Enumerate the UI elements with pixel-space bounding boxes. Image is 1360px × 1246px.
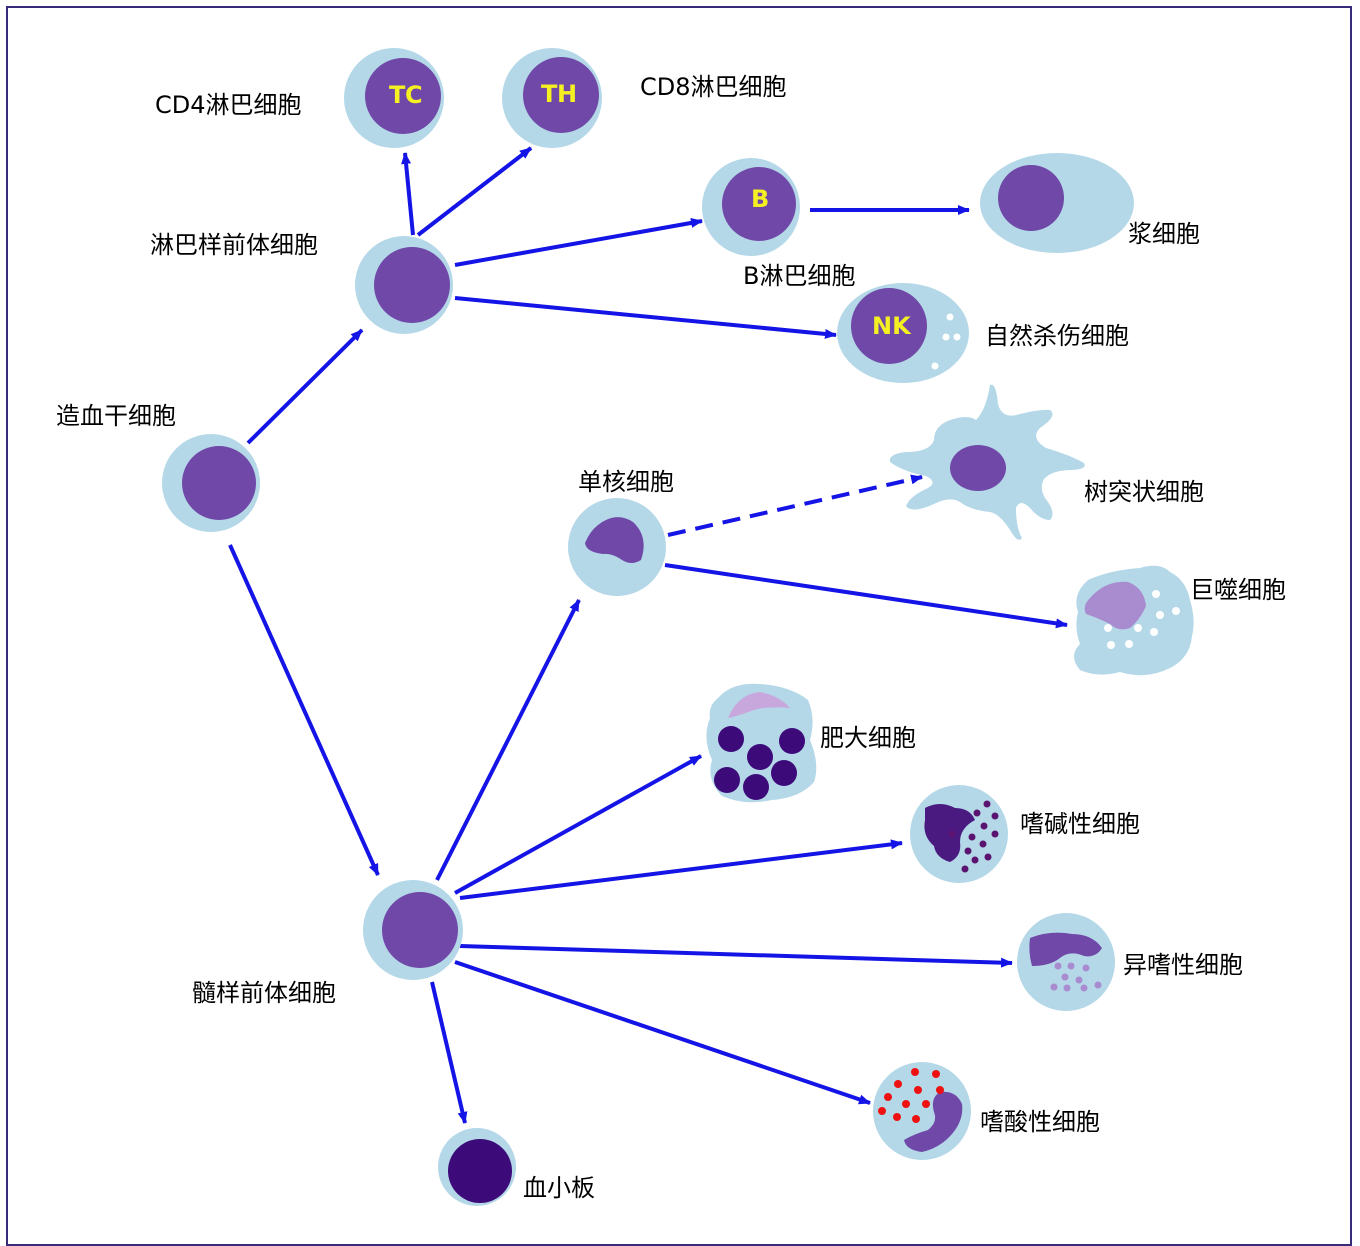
arrow-myeloid-to-monocyte bbox=[435, 599, 581, 881]
mast-cell bbox=[706, 683, 817, 803]
myeloid-progenitor-cell bbox=[363, 880, 463, 980]
arrow-myeloid-to-neutrophil bbox=[459, 944, 1013, 968]
lymphoid-progenitor-cell bbox=[355, 236, 453, 334]
arrow-hsc-to-lymphoid bbox=[246, 328, 364, 445]
arrow-lymphoid-to-nk bbox=[454, 296, 837, 339]
arrow-lymphoid-to-b bbox=[454, 218, 703, 267]
th-inner-label-main: T bbox=[541, 80, 558, 108]
tc-cell: T C bbox=[344, 48, 444, 148]
plasma-cell bbox=[980, 153, 1134, 253]
hsc-cell bbox=[162, 434, 260, 532]
neutrophil-cell bbox=[1017, 913, 1115, 1011]
dendritic-cell bbox=[889, 384, 1085, 540]
label-cd8: CD8淋巴细胞 bbox=[640, 73, 787, 101]
arrow-myeloid-to-basophil bbox=[459, 839, 903, 900]
arrows bbox=[228, 146, 1068, 1124]
label-lymphoid-progenitor: 淋巴样前体细胞 bbox=[150, 231, 318, 259]
th-inner-label-sub: H bbox=[557, 80, 577, 108]
label-monocyte: 单核细胞 bbox=[578, 468, 674, 496]
macrophage-cell bbox=[1074, 565, 1194, 676]
nk-cell: NK bbox=[837, 283, 969, 383]
arrow-hsc-to-myeloid bbox=[228, 544, 380, 876]
tc-inner-label-sub: C bbox=[405, 81, 423, 109]
platelet-cell bbox=[438, 1128, 516, 1206]
arrow-monocyte-to-macrophage bbox=[664, 563, 1068, 629]
b-cell: B bbox=[702, 158, 800, 256]
label-neutrophil: 异嗜性细胞 bbox=[1123, 951, 1243, 979]
label-mast: 肥大细胞 bbox=[820, 724, 916, 752]
label-eosinophil: 嗜酸性细胞 bbox=[980, 1108, 1100, 1136]
arrow-lymphoid-to-tc bbox=[401, 152, 415, 236]
arrow-myeloid-to-platelet bbox=[430, 981, 468, 1124]
nk-inner-label: NK bbox=[872, 312, 912, 340]
basophil-cell bbox=[910, 785, 1008, 883]
label-hsc: 造血干细胞 bbox=[56, 402, 176, 430]
arrow-lymphoid-to-th bbox=[416, 146, 533, 237]
arrow-myeloid-to-eosinophil bbox=[454, 960, 871, 1105]
arrow-monocyte-to-dendritic bbox=[667, 474, 923, 537]
label-macrophage: 巨噬细胞 bbox=[1190, 576, 1286, 604]
eosinophil-cell bbox=[873, 1062, 971, 1160]
tc-inner-label-main: T bbox=[389, 81, 406, 109]
label-cd4: CD4淋巴细胞 bbox=[155, 91, 302, 119]
label-nk: 自然杀伤细胞 bbox=[985, 322, 1129, 350]
label-dendritic: 树突状细胞 bbox=[1084, 478, 1204, 506]
th-cell: T H bbox=[502, 48, 602, 148]
labels: 造血干细胞 淋巴样前体细胞 髓样前体细胞 CD4淋巴细胞 CD8淋巴细胞 B淋巴… bbox=[56, 73, 1286, 1202]
label-myeloid-progenitor: 髓样前体细胞 bbox=[192, 979, 336, 1007]
b-inner-label: B bbox=[751, 185, 769, 213]
monocyte-cell bbox=[568, 498, 666, 596]
label-platelet: 血小板 bbox=[523, 1174, 595, 1202]
label-plasma: 浆细胞 bbox=[1128, 220, 1200, 248]
label-b-cell: B淋巴细胞 bbox=[743, 262, 855, 290]
label-basophil: 嗜碱性细胞 bbox=[1020, 810, 1140, 838]
arrow-myeloid-to-mast bbox=[454, 754, 702, 895]
